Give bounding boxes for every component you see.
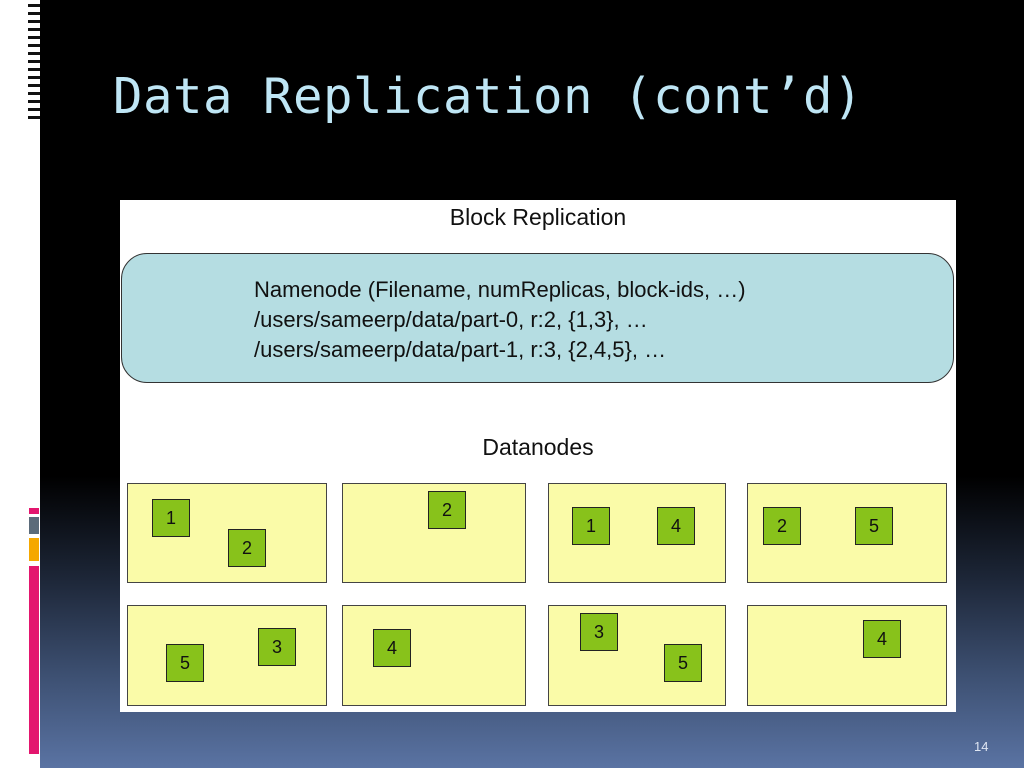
datanode-1: 1 2 <box>127 483 327 583</box>
block: 3 <box>580 613 618 651</box>
stripe-mark <box>28 108 40 111</box>
stripe-mark <box>28 12 40 15</box>
namenode-header: Namenode (Filename, numReplicas, block-i… <box>254 277 746 302</box>
stripe-mark <box>28 60 40 63</box>
datanode-8: 4 <box>747 605 947 706</box>
stripe-mark <box>28 84 40 87</box>
stripe-mark <box>28 28 40 31</box>
block-replication-diagram: Block Replication Namenode (Filename, nu… <box>120 200 956 712</box>
block: 3 <box>258 628 296 666</box>
stripe-mark <box>28 92 40 95</box>
accent-bar-pink-long <box>29 566 39 754</box>
namenode-entry-part-1: /users/sameerp/data/part-1, r:3, {2,4,5}… <box>254 337 667 362</box>
block: 2 <box>228 529 266 567</box>
stripe-mark <box>28 44 40 47</box>
namenode-entry-part-0: /users/sameerp/data/part-0, r:2, {1,3}, … <box>254 307 648 332</box>
datanode-4: 2 5 <box>747 483 947 583</box>
stripe-mark <box>28 36 40 39</box>
datanode-5: 5 3 <box>127 605 327 706</box>
datanode-6: 4 <box>342 605 526 706</box>
datanodes-title: Datanodes <box>482 434 594 460</box>
stripe-mark <box>28 68 40 71</box>
block: 2 <box>428 491 466 529</box>
stripe-mark <box>28 52 40 55</box>
datanode-3: 1 4 <box>548 483 726 583</box>
stripe-mark <box>28 116 40 119</box>
block: 2 <box>763 507 801 545</box>
stripe-mark <box>28 76 40 79</box>
slide-title: Data Replication (cont’d) <box>113 68 864 125</box>
block: 4 <box>373 629 411 667</box>
block: 5 <box>855 507 893 545</box>
block: 1 <box>572 507 610 545</box>
datanode-7: 3 5 <box>548 605 726 706</box>
accent-bar-gray <box>29 517 39 534</box>
block: 4 <box>863 620 901 658</box>
stripe-mark <box>28 4 40 7</box>
block: 1 <box>152 499 190 537</box>
left-decorative-strip <box>0 0 40 768</box>
accent-bar-orange <box>29 538 39 561</box>
accent-bar-pink <box>29 508 39 514</box>
block: 4 <box>657 507 695 545</box>
stripe-mark <box>28 100 40 103</box>
diagram-title: Block Replication <box>449 204 627 230</box>
stripe-mark <box>28 20 40 23</box>
namenode-box: Namenode (Filename, numReplicas, block-i… <box>121 253 954 383</box>
page-number: 14 <box>974 739 989 754</box>
block: 5 <box>166 644 204 682</box>
datanode-2: 2 <box>342 483 526 583</box>
block: 5 <box>664 644 702 682</box>
